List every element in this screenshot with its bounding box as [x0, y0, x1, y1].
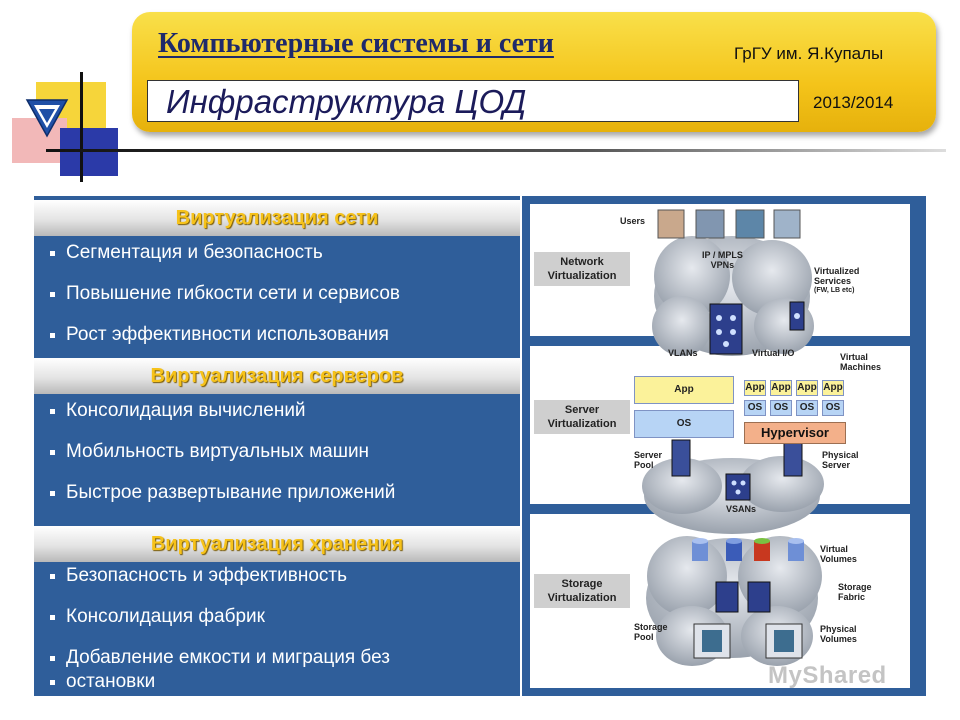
virtual-io-label: Virtual I/O [752, 348, 795, 358]
server-pool-label: Server Pool [634, 450, 663, 470]
vm-os-box: OS [822, 400, 844, 416]
virtual-volume-cylinders-icon [692, 538, 804, 561]
ip-mpls-label: IP / MPLS VPNs [702, 250, 743, 270]
section-heading: Виртуализация сети [175, 207, 379, 229]
list-item: Консолидация фабрик [48, 606, 390, 628]
service-module-icon [789, 301, 805, 331]
hypervisor-box: Hypervisor [744, 422, 846, 444]
vsan-switch-icon [725, 473, 751, 501]
network-switch-icon [709, 303, 743, 355]
network-virtualization-label: Network Virtualization [534, 252, 630, 286]
list-item: Быстрое развертывание приложений [48, 482, 395, 504]
os-box: OS [634, 410, 734, 438]
storage-fabric-label: Storage Fabric [838, 582, 872, 602]
bullet-list-storage: Безопасность и эффективность Консолидаци… [48, 565, 390, 712]
decoration-blue-square [60, 128, 118, 176]
physical-server-label: Physical Server [822, 450, 859, 470]
server-virtualization-label: Server Virtualization [534, 400, 630, 434]
list-item: Рост эффективности использования [48, 324, 400, 346]
virtualization-diagram: Users Network Virtualization IP / MPLS V… [522, 196, 926, 696]
virtual-machines-label: Virtual Machines [840, 352, 882, 372]
app-box: App [634, 376, 734, 404]
section-header-network: Виртуализация сети [34, 200, 520, 236]
list-item: Безопасность и эффективность [48, 565, 390, 587]
section-heading: Виртуализация серверов [150, 365, 404, 387]
list-item: Консолидация вычислений [48, 400, 395, 422]
decoration-pink-square [12, 118, 67, 163]
slide-title: Инфраструктура ЦОД [166, 83, 527, 120]
academic-year: 2013/2014 [813, 93, 894, 112]
section-header-servers: Виртуализация серверов [34, 358, 520, 394]
vm-os-box: OS [744, 400, 766, 416]
section-header-storage: Виртуализация хранения [34, 526, 520, 562]
list-item: Сегментация и безопасность [48, 242, 400, 264]
slide-title-box: Инфраструктура ЦОД [147, 80, 799, 122]
virtualization-list-panel: Виртуализация сети Сегментация и безопас… [34, 196, 520, 696]
watermark-text: MyShared [768, 662, 887, 689]
vlans-label: VLANs [668, 348, 698, 358]
university-logo [25, 99, 69, 138]
list-item: Повышение гибкости сети и сервисов [48, 283, 400, 305]
decoration-horizontal-line [46, 149, 946, 152]
cloud-shapes [642, 209, 824, 666]
vsans-label: VSANs [726, 504, 757, 514]
storage-pool-label: Storage Pool [634, 622, 668, 642]
section-heading: Виртуализация хранения [150, 533, 404, 555]
vm-app-box: App [796, 380, 818, 396]
users-label: Users [620, 216, 646, 226]
physical-volumes-label: Physical Volumes [820, 624, 857, 644]
physical-server-tower-icon [783, 439, 803, 477]
bullet-list-network: Сегментация и безопасность Повышение гиб… [48, 242, 400, 365]
vm-os-box: OS [770, 400, 792, 416]
decoration-vertical-line [80, 72, 83, 182]
virtual-volumes-label: Virtual Volumes [820, 544, 857, 564]
user-photos-icon [657, 209, 801, 239]
virtualized-services-label: Virtualized Services (FW, LB etc) [814, 266, 860, 294]
physical-volume-icon [693, 623, 803, 659]
storage-fabric-switch-icon [715, 581, 739, 613]
university-name: ГрГУ им. Я.Купалы [734, 44, 884, 63]
list-item-continuation: остановки [48, 671, 390, 693]
list-item: Мобильность виртуальных машин [48, 441, 395, 463]
list-item: Добавление емкости и миграция без [48, 647, 390, 669]
bullet-list-servers: Консолидация вычислений Мобильность вирт… [48, 400, 395, 523]
server-pool-tower-icon [671, 439, 691, 477]
vm-app-box: App [770, 380, 792, 396]
vm-app-box: App [822, 380, 844, 396]
vm-os-box: OS [796, 400, 818, 416]
course-title: Компьютерные системы и сети [158, 28, 554, 59]
vm-app-box: App [744, 380, 766, 396]
storage-virtualization-label: Storage Virtualization [534, 574, 630, 608]
storage-fabric-switch-icon [747, 581, 771, 613]
